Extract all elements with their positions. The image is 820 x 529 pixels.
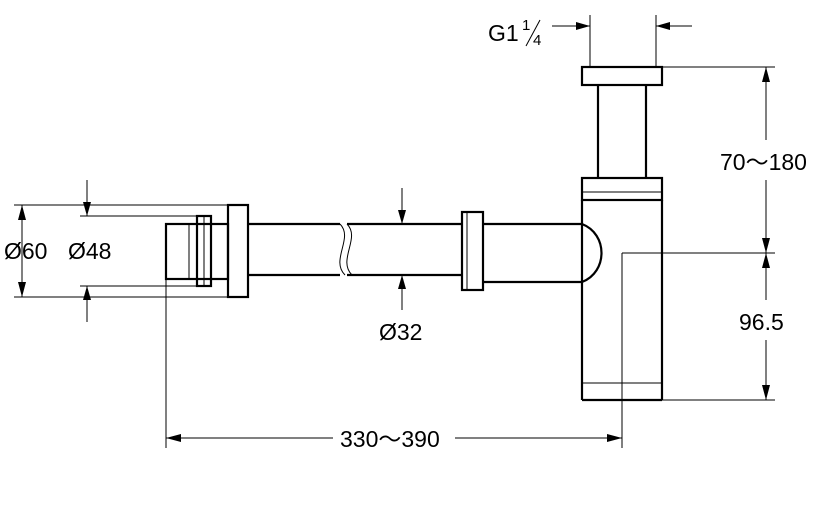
inner-diameter-label: Ø48 [68,238,111,264]
dim-inner-diameter [80,180,197,322]
bottle-body [580,200,664,402]
outer-diameter-label: Ø60 [4,238,47,264]
thread-fraction-denominator: 4 [533,32,541,49]
wall-flange [226,203,250,299]
pipe-section [248,222,462,277]
top-flange [580,65,664,87]
length-label: 330～390 [340,426,440,452]
dim-trap-height [622,252,775,401]
trap-height-label: 96.5 [739,309,784,335]
dim-thread [552,15,692,67]
thread-label: G1 [488,20,519,46]
pipe-nut [460,210,485,292]
thread-fraction-slash [525,19,541,47]
thread-fraction-numerator: 1 [522,17,530,34]
dim-height-adjust [662,66,775,254]
dim-length [165,253,623,448]
height-adjust-label: 70～180 [720,149,807,175]
top-collar [580,176,664,202]
pipe-diameter-label: Ø32 [379,319,422,345]
horizontal-pipe [483,222,582,284]
dim-pipe-diameter [398,188,406,310]
dim-outer-diameter [14,204,228,298]
wall-spigot [164,214,230,288]
vertical-tube [596,85,648,178]
